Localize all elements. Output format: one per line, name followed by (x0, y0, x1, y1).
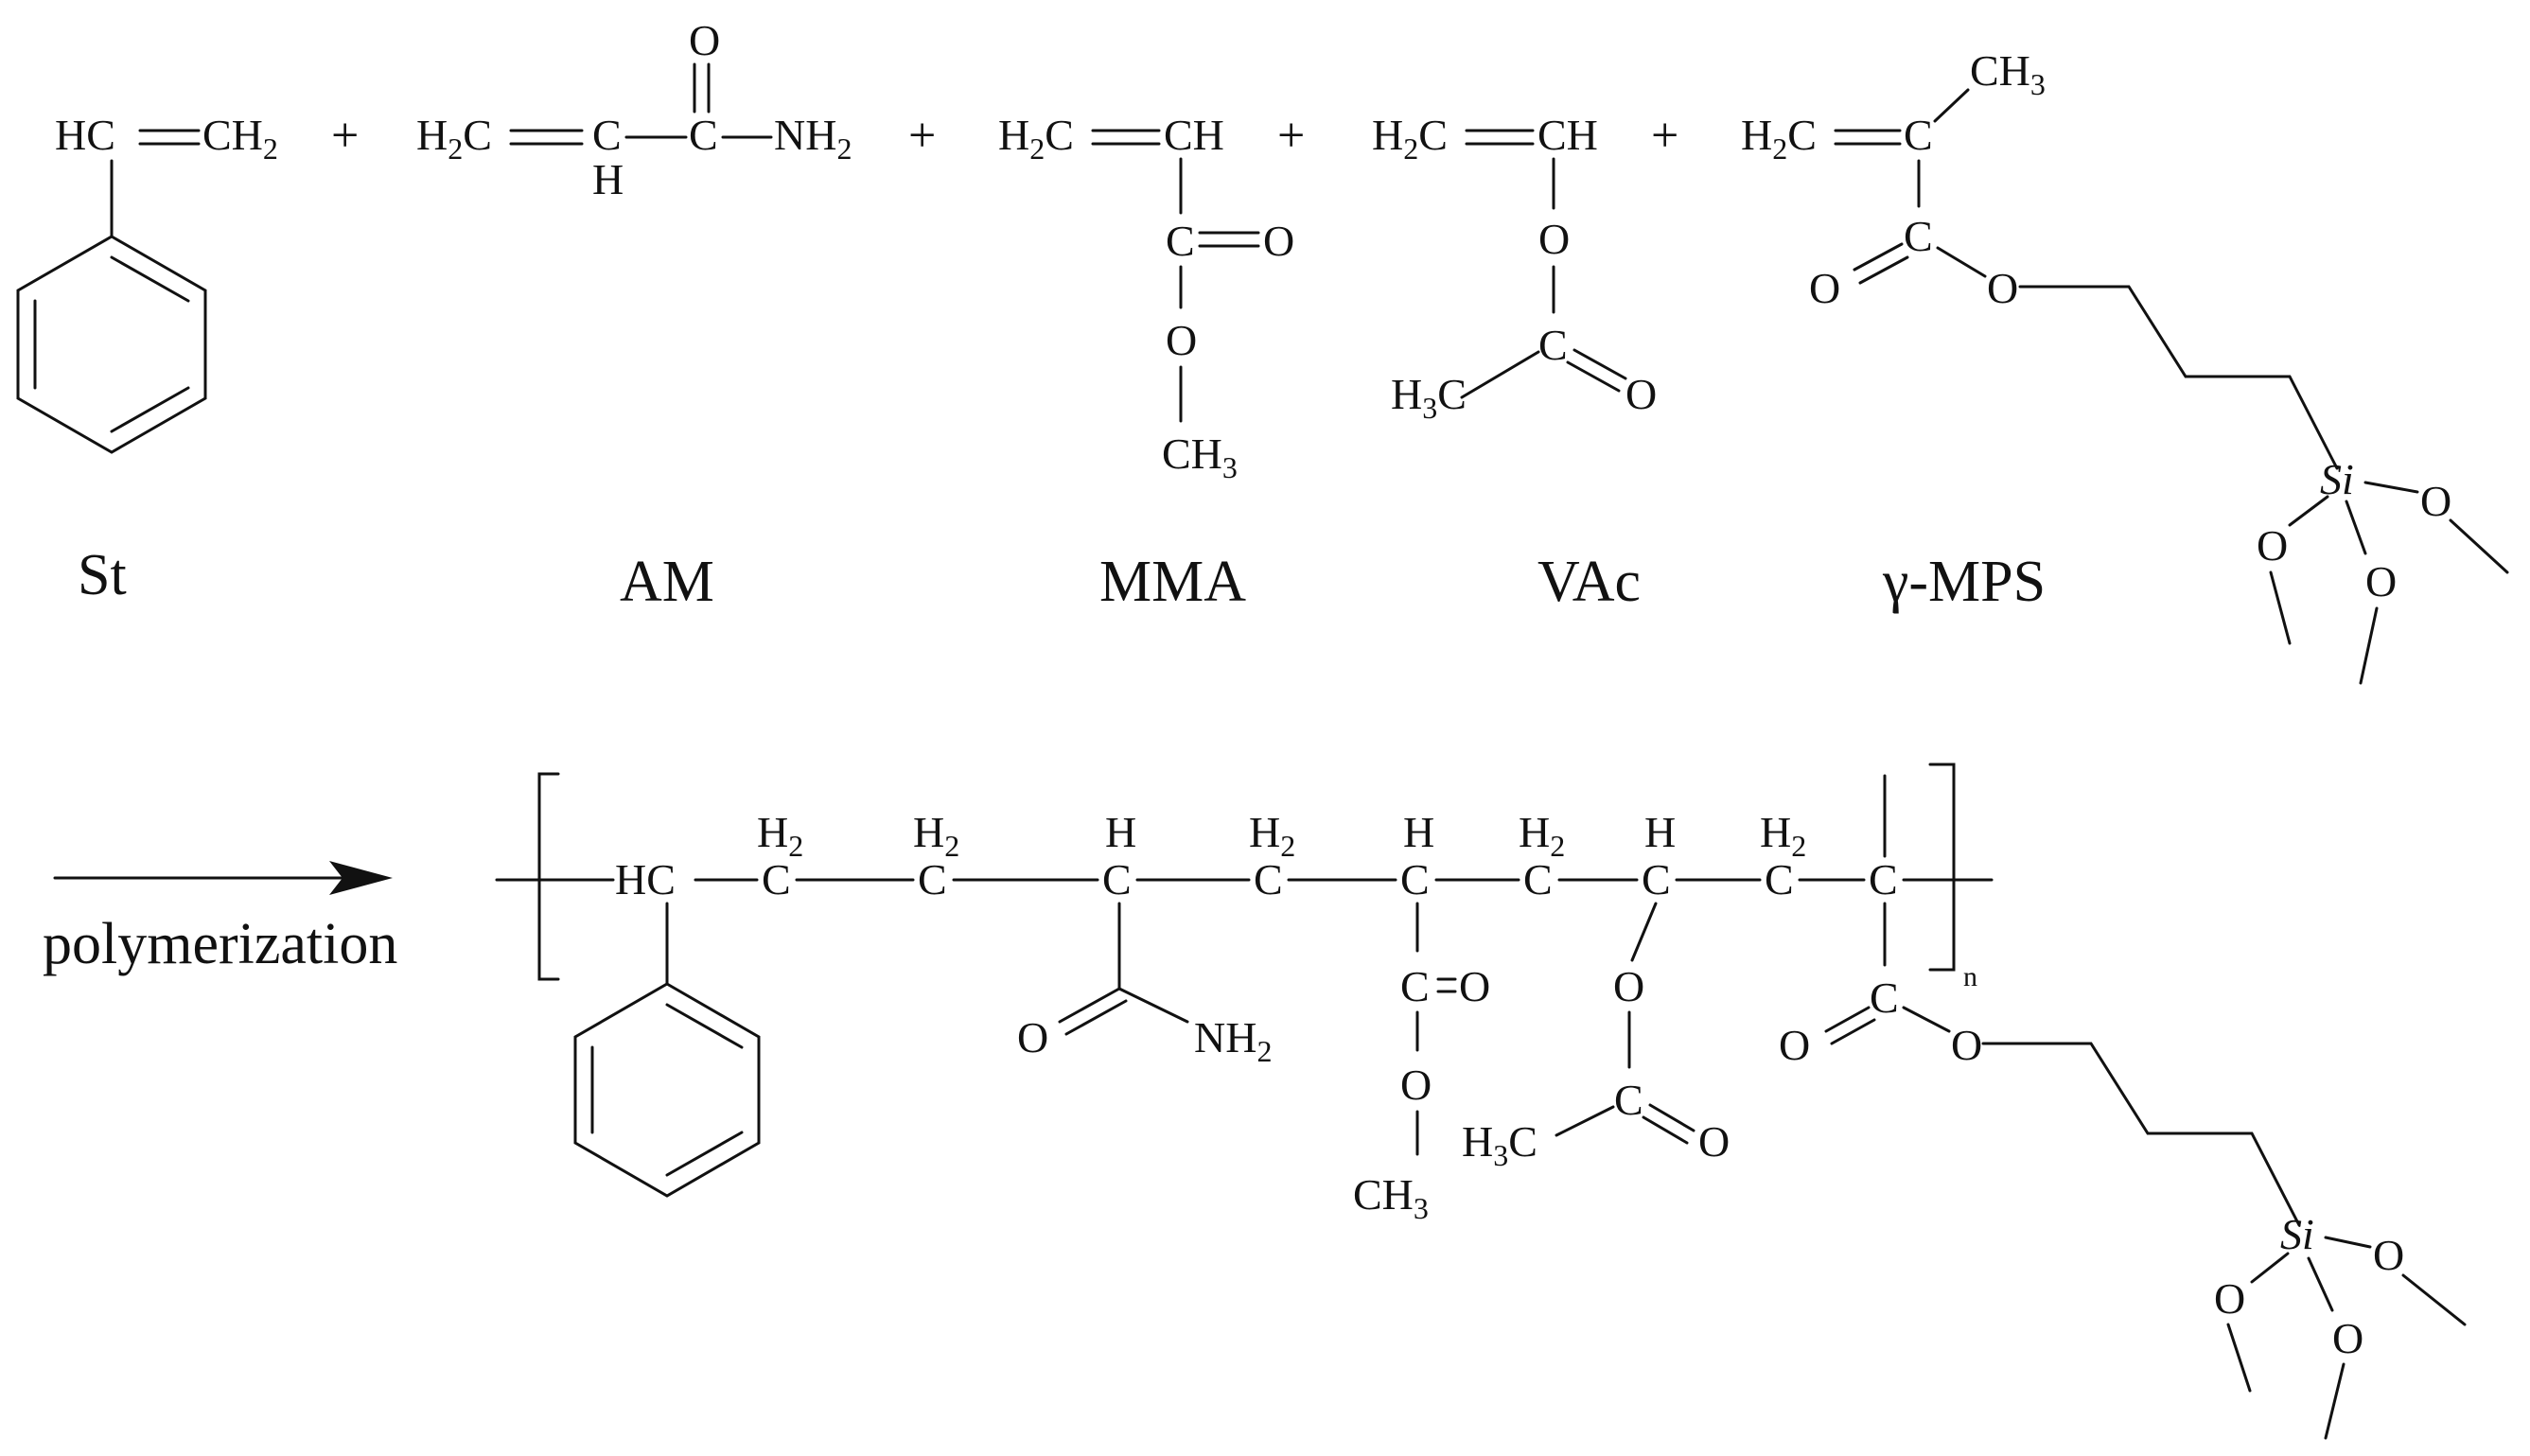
atom-o: O (2332, 1314, 2363, 1362)
label-mma: MMA (1099, 550, 1246, 614)
atom-h2: H2 (1760, 808, 1806, 863)
label-am: AM (620, 550, 714, 614)
label-st: St (78, 543, 127, 607)
atom-o: O (1779, 1021, 1810, 1069)
atom-o: O (2373, 1231, 2404, 1279)
atom-ch3: CH3 (1970, 46, 2046, 101)
atom-c: C (1102, 855, 1132, 903)
plus-sign: + (331, 109, 359, 163)
atom-o: O (1400, 1061, 1432, 1109)
atom-c: C (1614, 1076, 1643, 1124)
atom-c: C (1869, 855, 1898, 903)
plus-sign: + (908, 109, 936, 163)
atom-c: C (1538, 321, 1568, 369)
benzene-ring (16, 235, 207, 454)
atom-o: O (1538, 215, 1570, 263)
atom-c: C (762, 855, 791, 903)
atom-h: H (1644, 808, 1676, 856)
atom-o: O (1166, 316, 1197, 364)
atom-c: C (1904, 111, 1933, 159)
bracket-right (1928, 763, 1956, 972)
atom-c: C (1870, 974, 1899, 1022)
atom-o: O (2214, 1274, 2245, 1323)
atom-h2c: H2C (1741, 111, 1817, 166)
benzene-ring (573, 982, 761, 1198)
atom-c: C (1904, 212, 1933, 260)
atom-h2c: H2C (416, 111, 492, 166)
atom-h: H (1105, 808, 1136, 856)
atom-h: H (592, 155, 624, 203)
atom-o: O (2420, 477, 2451, 525)
atom-si: Si (2280, 1210, 2314, 1258)
atom-h2: H2 (1519, 808, 1565, 863)
atom-c: C (918, 855, 947, 903)
atom-o: O (1987, 264, 2018, 312)
atom-nh2: NH2 (774, 111, 852, 166)
atom-ch2: CH2 (202, 111, 278, 166)
atom-o: O (1625, 370, 1657, 418)
plus-sign: + (1651, 109, 1678, 163)
atom-o: O (1263, 217, 1294, 265)
atom-c: C (1642, 855, 1671, 903)
repeat-subscript: n (1963, 961, 1977, 992)
atom-c: C (1166, 217, 1195, 265)
label-mps: γ-MPS (1882, 550, 2046, 614)
atom-o: O (1809, 264, 1840, 312)
am-structure: H2C C H C O NH2 (416, 16, 852, 203)
atom-h3c: H3C (1391, 370, 1467, 425)
atom-c: C (592, 111, 622, 159)
atom-h2: H2 (1249, 808, 1295, 863)
atom-si: Si (2320, 455, 2354, 503)
mps-structure: H2C C CH3 C O O Si O O O (1741, 46, 2509, 685)
atom-hc: HC (55, 111, 115, 159)
vac-structure: H2C CH O C O H3C (1372, 111, 1657, 425)
label-vac: VAc (1537, 550, 1641, 614)
atom-c: C (1400, 962, 1430, 1010)
atom-ch3: CH3 (1353, 1170, 1429, 1225)
atom-c: C (689, 111, 718, 159)
atom-o: O (1459, 962, 1490, 1010)
atom-o: O (1698, 1117, 1730, 1166)
atom-ch: CH (1164, 111, 1224, 159)
polymer-structure: n HC C H2 C H2 C H C H2 C H C H2 C H C H… (495, 763, 2467, 1440)
bracket-left (537, 772, 560, 981)
atom-o: O (689, 16, 720, 64)
arrow-label: polymerization (43, 912, 397, 976)
atom-c: C (1765, 855, 1794, 903)
styrene-structure: HC CH2 (16, 111, 278, 454)
atom-h2c: H2C (1372, 111, 1448, 166)
atom-o: O (2365, 557, 2397, 605)
atom-nh2: NH2 (1194, 1013, 1272, 1068)
atom-c: C (1523, 855, 1553, 903)
atom-h2c: H2C (998, 111, 1074, 166)
atom-o: O (1017, 1013, 1048, 1061)
atom-h2: H2 (757, 808, 803, 863)
atom-h2: H2 (913, 808, 959, 863)
atom-o: O (1613, 962, 1644, 1010)
atom-ch: CH (1537, 111, 1598, 159)
reaction-arrow (53, 861, 393, 895)
atom-h: H (1403, 808, 1434, 856)
atom-o: O (2257, 521, 2288, 570)
atom-hc: HC (615, 855, 676, 903)
arrowhead-icon (329, 861, 393, 895)
mma-structure: H2C CH C O O CH3 (998, 111, 1294, 484)
atom-c: C (1400, 855, 1430, 903)
atom-c: C (1254, 855, 1283, 903)
atom-o: O (1951, 1021, 1982, 1069)
atom-ch3: CH3 (1162, 430, 1238, 484)
plus-sign: + (1277, 109, 1305, 163)
atom-h3c: H3C (1462, 1117, 1537, 1172)
